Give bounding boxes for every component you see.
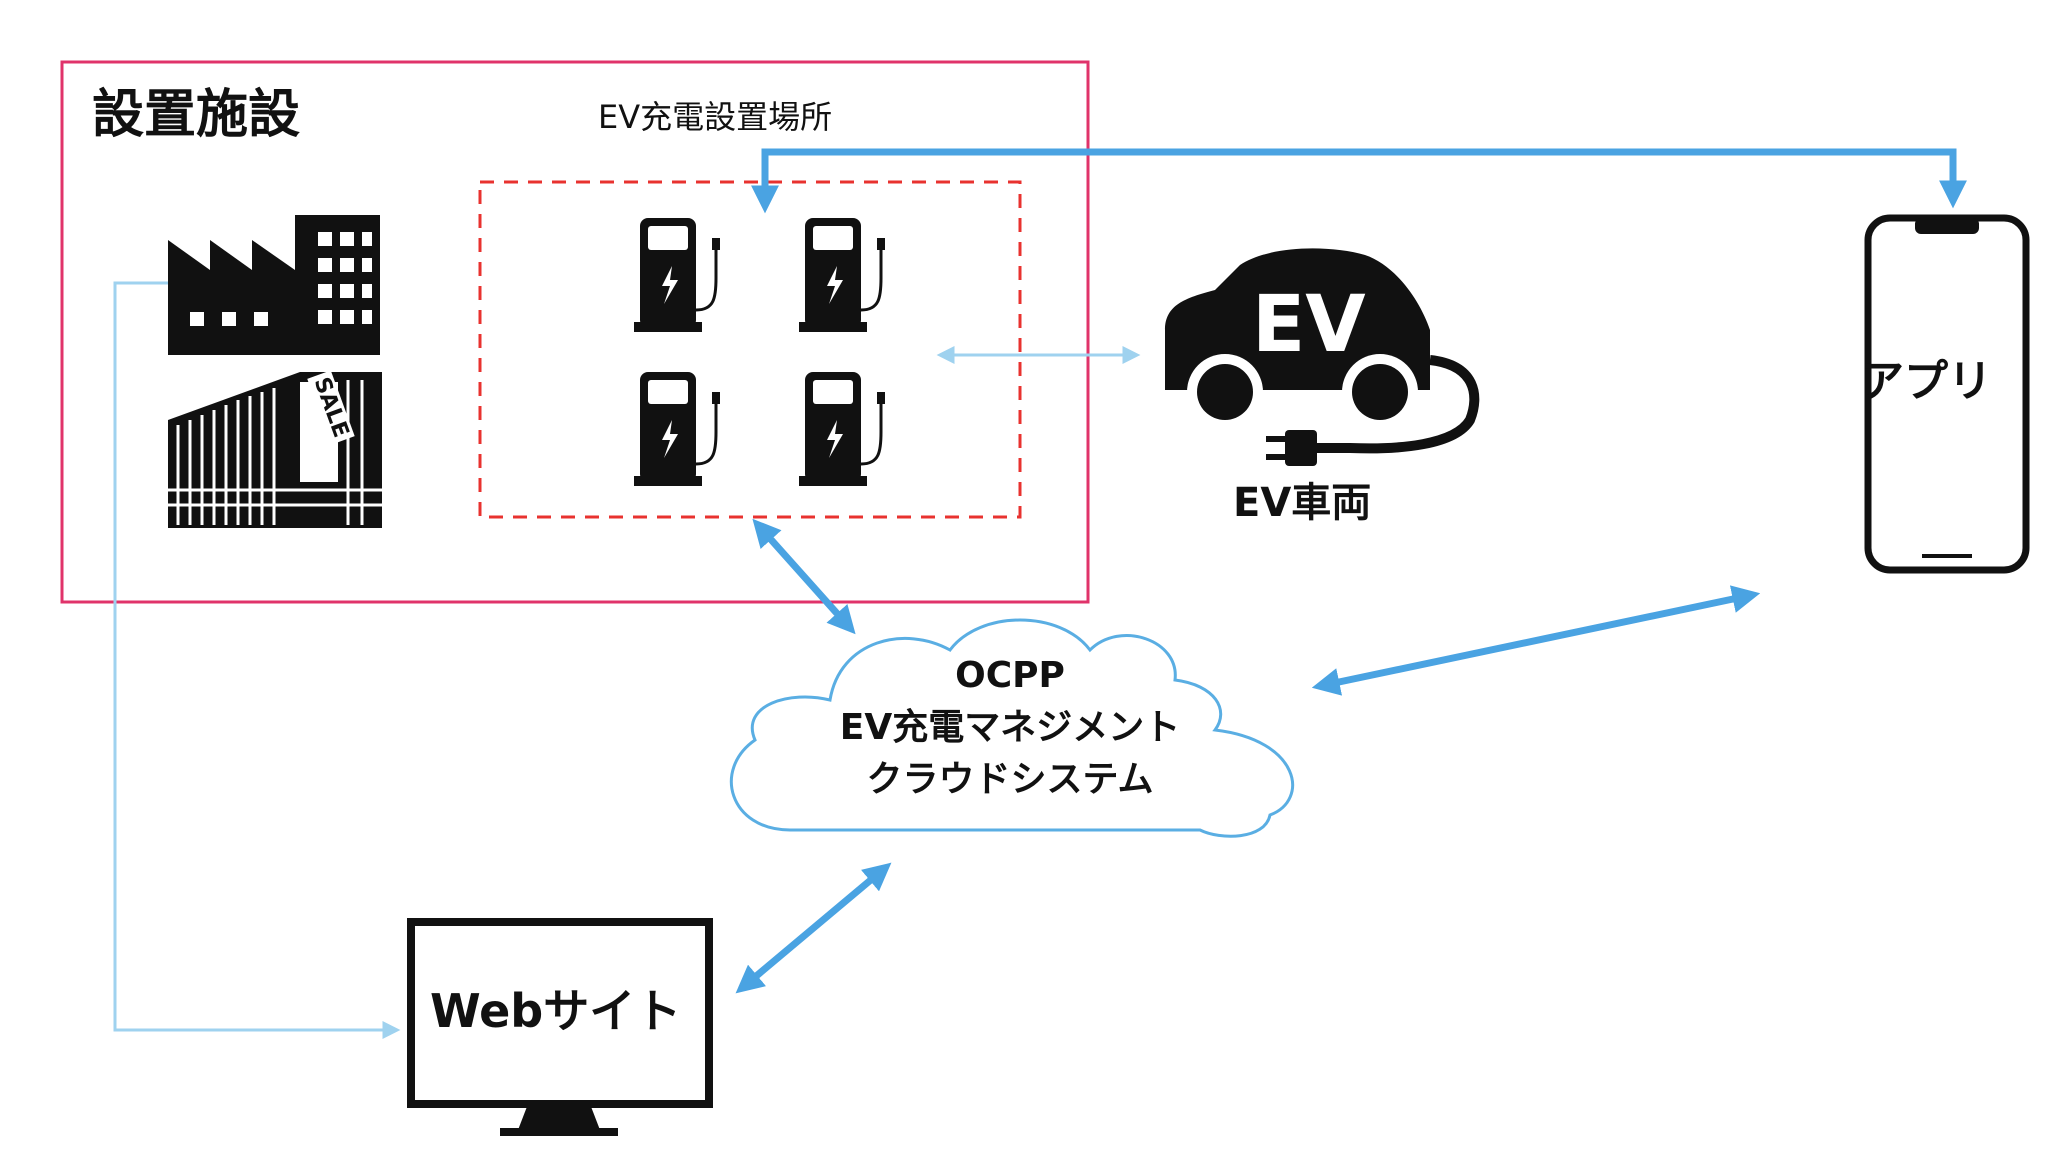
cloud-line: クラウドシステム: [866, 759, 1154, 800]
cloud-system-label: OCPP EV充電マネジメント クラウドシステム: [760, 650, 1260, 806]
charger-icon: [799, 372, 885, 486]
cloud-shape: [729, 618, 1295, 838]
department-store-icon: [168, 372, 382, 528]
charger-cloud-arrow: [752, 518, 856, 635]
charger-icon: [634, 218, 720, 332]
cloud-line: OCPP: [955, 655, 1065, 696]
facility-title: 設置施設: [92, 85, 301, 145]
ev-vehicle-label: EV車両: [1233, 480, 1372, 526]
app-label: アプリ: [1860, 356, 1992, 407]
facility-to-website-connector: [113, 281, 401, 1039]
cloud-line: EV充電マネジメント: [839, 707, 1181, 748]
factory-icon: [168, 215, 380, 355]
cloud-website-arrow: [735, 862, 892, 994]
smartphone-icon: [1864, 214, 2030, 574]
cloud-app-arrow: [1311, 585, 1761, 696]
charger-icon: [634, 372, 720, 486]
charging-area-label: EV充電設置場所: [598, 98, 833, 136]
charging-area-boundary: [478, 180, 1022, 519]
website-label: Webサイト: [430, 984, 682, 1038]
charger-icon: [799, 218, 885, 332]
app-charger-connector: [751, 148, 1967, 214]
monitor-icon: [407, 918, 713, 1136]
ev-badge: EV: [1252, 280, 1366, 370]
facility-boundary: [60, 60, 1090, 604]
ev-car-icon: [1165, 248, 1480, 466]
